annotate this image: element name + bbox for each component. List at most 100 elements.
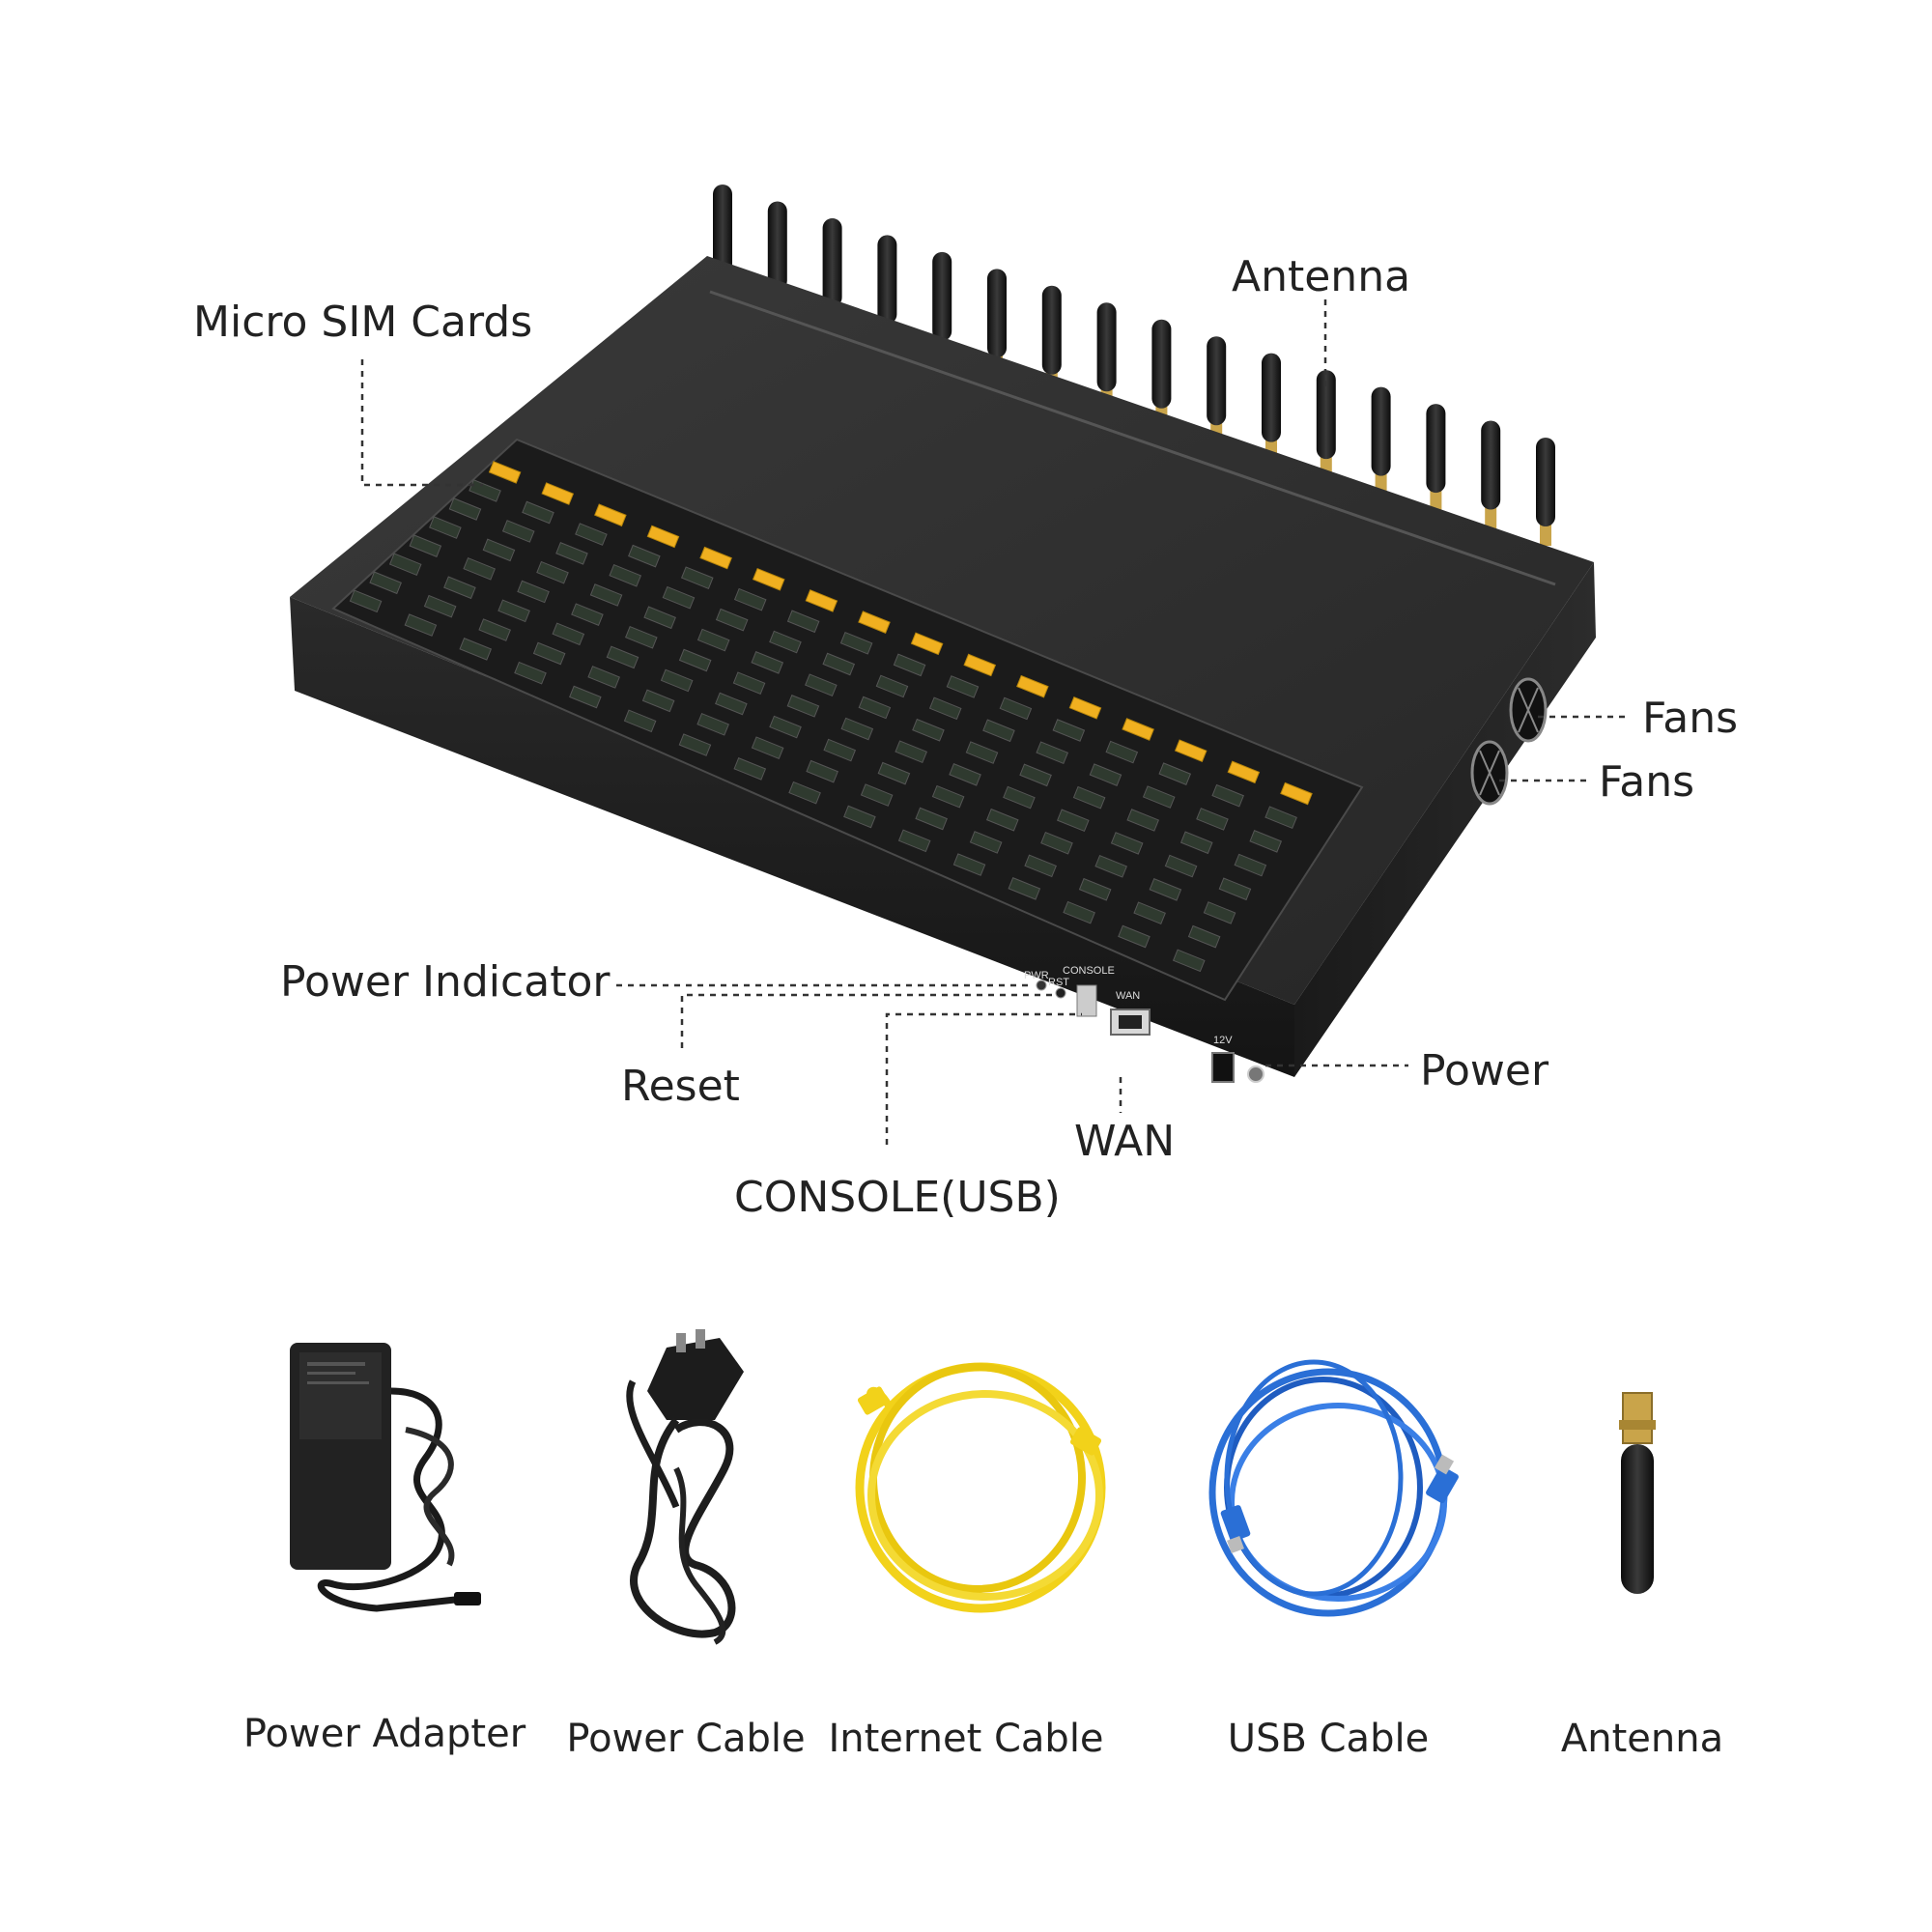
sim-slot (463, 556, 496, 581)
sim-slot (1094, 854, 1127, 878)
micro-sim-card (541, 482, 575, 505)
sim-slot (965, 741, 999, 764)
sim-slot (501, 520, 535, 543)
sim-slot (1149, 878, 1182, 901)
sim-slot (517, 580, 550, 604)
micro-sim-card (699, 546, 732, 570)
sim-slot (786, 610, 820, 634)
sim-slot (696, 628, 730, 652)
internet-cable-label: Internet Cable (828, 1717, 1104, 1761)
power-cable-label: Power Cable (566, 1717, 806, 1761)
wan-label: WAN (1074, 1117, 1176, 1166)
sim-slot (678, 733, 712, 756)
sim-slot (662, 585, 696, 610)
wan-port-socket (1119, 1015, 1142, 1029)
sim-slot (843, 805, 876, 829)
sim-slot (1110, 832, 1144, 855)
sim-slot (751, 736, 784, 760)
sim-slot (369, 571, 402, 595)
antenna-accessory-label: Antenna (1560, 1717, 1724, 1761)
micro-sim-card (488, 461, 522, 484)
sim-slot (928, 696, 962, 721)
console-usb-label: CONSOLE(USB) (734, 1173, 1061, 1222)
sim-slot (575, 523, 608, 546)
sms-gateway-device: PWR RST CONSOLE WAN 12V (290, 256, 1596, 1083)
sim-slot (522, 500, 554, 525)
sim-slot (1264, 806, 1297, 830)
sim-slot (696, 712, 729, 736)
pwr-marking: PWR (1024, 970, 1049, 981)
sim-slot (806, 759, 838, 783)
sim-slot (1019, 763, 1052, 787)
sim-slot (1105, 740, 1139, 764)
reset-button[interactable] (1055, 987, 1066, 999)
sim-slot (349, 589, 383, 613)
sim-slot (985, 808, 1019, 832)
sim-slot (1003, 785, 1036, 810)
sim-slot (589, 583, 623, 607)
sim-slot (915, 807, 948, 831)
micro-sim-card (752, 567, 785, 591)
sim-slot (732, 671, 766, 696)
sim-slot (532, 641, 566, 666)
sim-slot (1057, 809, 1090, 833)
reset-label: Reset (621, 1062, 740, 1111)
micro-sim-card (1227, 760, 1261, 784)
sim-slot (839, 631, 873, 655)
sim-slot (569, 685, 602, 709)
micro-sim-card (858, 611, 891, 634)
sim-slot (641, 689, 675, 713)
sim-slot (1133, 901, 1166, 925)
sim-slot (587, 666, 620, 689)
sim-slot (1052, 719, 1086, 742)
callout-leaders (360, 299, 1625, 1145)
sim-slot (893, 653, 926, 677)
device-antenna (1262, 353, 1281, 462)
micro-sim-card (1016, 674, 1049, 698)
sim-slot (482, 538, 516, 562)
sim-slot (1164, 854, 1198, 878)
power-cable-icon (626, 1329, 744, 1645)
sim-slot (1218, 877, 1252, 901)
sim-slot (1158, 762, 1192, 785)
power-adapter-icon (290, 1343, 481, 1612)
sim-slot (1024, 854, 1057, 878)
usb-cable-label: USB Cable (1227, 1717, 1430, 1761)
sim-slot (1234, 853, 1267, 877)
sim-slot (1072, 785, 1106, 810)
ground-screw (1247, 1065, 1264, 1083)
sim-slot (1196, 808, 1229, 831)
dc-power-jack[interactable] (1211, 1052, 1235, 1083)
sim-slot (536, 560, 569, 584)
sim-slot (823, 738, 857, 762)
sim-slot (1036, 741, 1069, 765)
sim-slot (1172, 949, 1206, 973)
sim-slot (969, 831, 1003, 854)
micro-sim-card (1068, 696, 1102, 720)
sim-slot (680, 566, 714, 589)
device-front-panel (290, 597, 1294, 1077)
sim-slot (912, 718, 945, 742)
sim-slot (388, 553, 422, 577)
sim-slot (1179, 831, 1213, 855)
sim-slot (949, 763, 981, 786)
micro-sim-cards-label: Micro SIM Cards (193, 298, 533, 347)
sim-slot (1211, 783, 1244, 808)
sim-slot (571, 603, 604, 626)
sim-slot (552, 622, 585, 646)
console-usb-port[interactable] (1076, 984, 1097, 1017)
sim-slot (952, 853, 986, 876)
sim-slot (404, 613, 438, 637)
sim-slot (805, 673, 838, 697)
antenna-callout-label: Antenna (1232, 252, 1411, 301)
sim-slot (840, 717, 874, 741)
fan-upper (1509, 677, 1548, 743)
sim-slot (1203, 901, 1236, 924)
sim-slot (609, 563, 642, 587)
sim-slot (1089, 763, 1122, 786)
usb-cable-icon (1208, 1359, 1459, 1617)
sim-slot (448, 497, 482, 521)
fan-lower (1470, 740, 1509, 806)
micro-sim-card (963, 653, 997, 677)
